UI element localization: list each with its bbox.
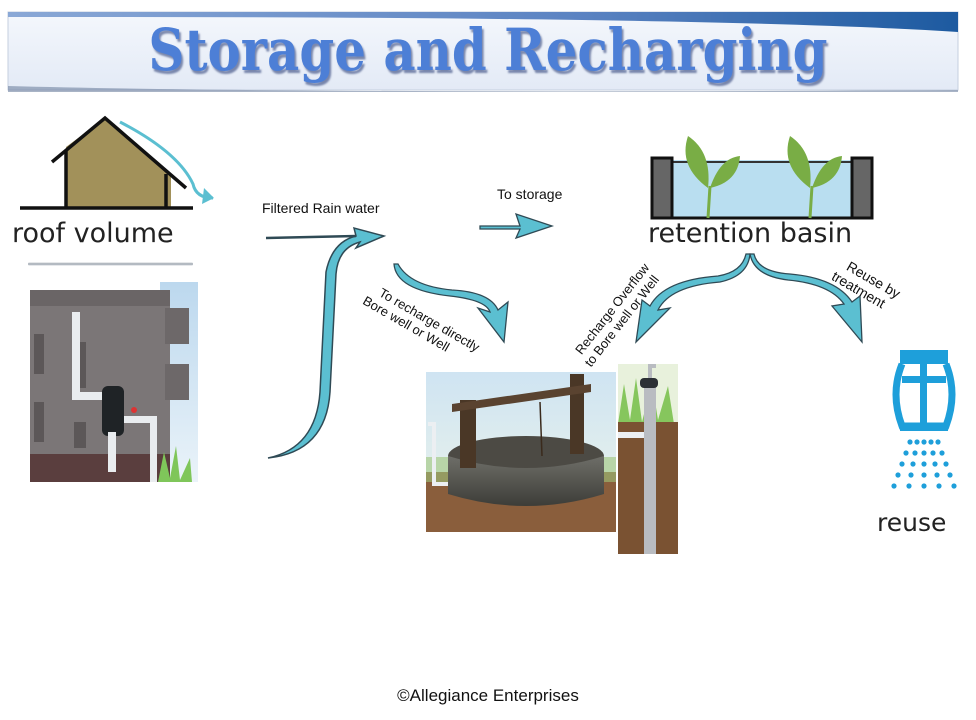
recharge-overflow-arrow[interactable] bbox=[630, 253, 755, 344]
retention-basin-icon bbox=[650, 136, 874, 220]
recharge-directly-arrow[interactable] bbox=[390, 262, 510, 346]
copyright-footer: ©Allegiance Enterprises bbox=[397, 686, 579, 705]
to-storage-label: To storage bbox=[497, 186, 563, 202]
building-filter-photo bbox=[30, 282, 198, 482]
retention-basin-label: retention basin bbox=[648, 218, 853, 249]
bore-well-photo bbox=[618, 364, 678, 554]
spray-dots bbox=[891, 439, 957, 489]
filtered-rain-water-label: Filtered Rain water bbox=[262, 200, 380, 216]
reuse-label: reuse bbox=[877, 508, 947, 537]
open-well-photo bbox=[426, 372, 616, 532]
sprinkler-icon bbox=[891, 350, 957, 489]
title-banner bbox=[7, 11, 959, 92]
house-icon bbox=[20, 115, 214, 210]
reuse-by-treatment-arrow[interactable] bbox=[748, 253, 868, 346]
to-storage-arrow[interactable] bbox=[479, 210, 555, 240]
roof-volume-label: roof volume bbox=[12, 218, 174, 249]
roof-divider bbox=[28, 262, 193, 266]
slide-title: Storage and Recharging bbox=[148, 16, 828, 84]
filtered-rain-water-arrow[interactable] bbox=[265, 222, 396, 462]
